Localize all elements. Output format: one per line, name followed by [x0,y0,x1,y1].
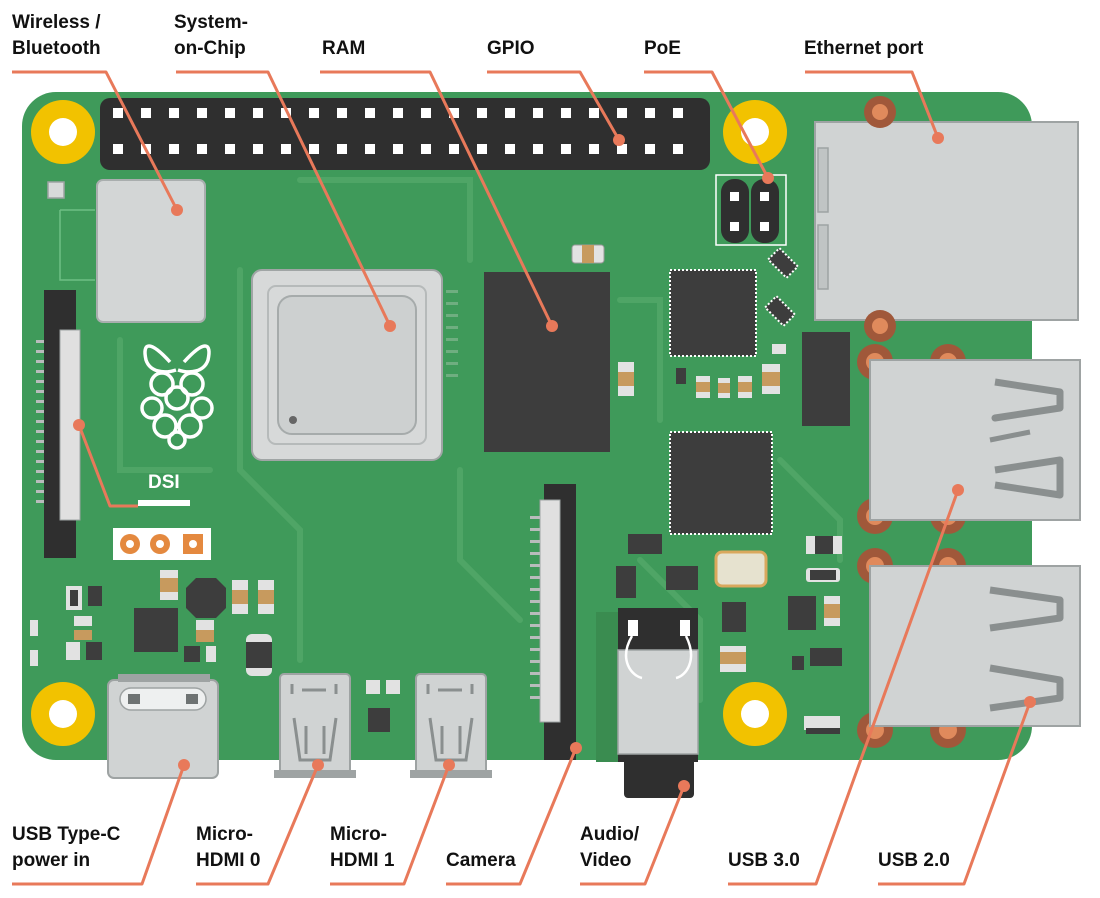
label-dsi: DSI [148,470,180,496]
label-poe: PoE [644,36,681,62]
wireless-module [97,180,205,322]
label-usb-2: USB 2.0 [878,848,950,874]
poe-header [721,179,749,243]
magnetics-block [802,332,850,426]
ram-chip [484,272,610,452]
label-ethernet-port: Ethernet port [804,36,923,62]
label-ram: RAM [322,36,365,62]
audio-video-jack [596,608,698,798]
ethernet-port [815,122,1078,320]
ethernet-controller-chip [670,270,756,356]
label-camera: Camera [446,848,516,874]
label-usb-3: USB 3.0 [728,848,800,874]
label-gpio: GPIO [487,36,535,62]
label-usb-type-c-power-in: USB Type-C power in [12,822,212,874]
usb-controller-chip [670,432,772,534]
dsi-label-underline [138,500,190,506]
